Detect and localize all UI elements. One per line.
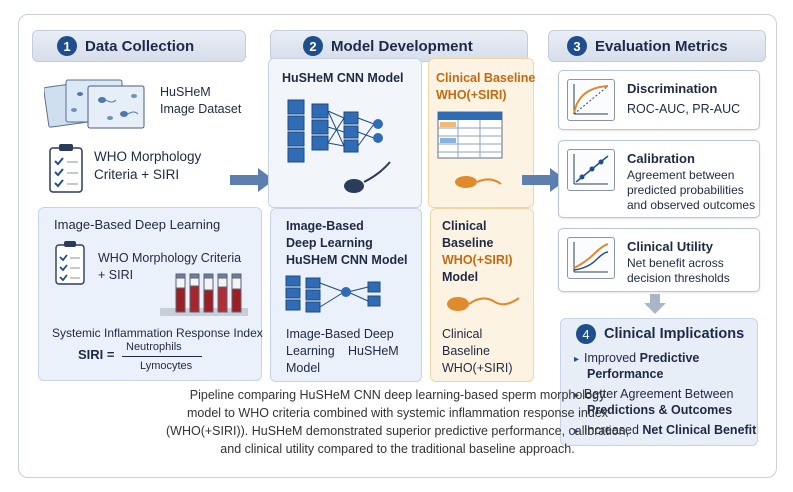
section-header-evaluation-metrics: 3 Evaluation Metrics	[548, 30, 766, 62]
baseline2-line2: Baseline	[442, 236, 494, 250]
cnn-model-title: HuSHeM CNN Model	[282, 71, 404, 85]
utility-line2: decision thresholds	[627, 271, 730, 285]
bottom-right-line2: Baseline	[442, 344, 490, 358]
who-criteria-line2: Criteria + SIRI	[94, 167, 180, 182]
baseline-title-line1: Clinical Baseline	[436, 71, 536, 85]
dl-line3: HuSHeM CNN Model	[286, 253, 408, 267]
baseline2-line4: Model	[442, 270, 479, 284]
caption-line3: (WHO(+SIRI)). HuSHeM demonstrated superi…	[165, 424, 629, 438]
calibration-line2: predicted probabilities	[627, 183, 744, 197]
utility-title: Clinical Utility	[627, 239, 713, 254]
dl-line1: Image-Based	[286, 219, 364, 233]
spreadsheet-icon	[437, 111, 503, 188]
calibration-card: Calibration Agreement between predicted …	[558, 140, 760, 218]
dl-line2: Deep Learning	[286, 236, 373, 250]
implication-2-line1: Better Agreement Between	[574, 386, 733, 404]
clipboard-checklist-icon-small	[55, 241, 85, 285]
figure-caption: Pipeline comparing HuSHeM CNN deep learn…	[105, 386, 690, 458]
arrow-down-icon	[644, 294, 666, 314]
baseline2-line3: WHO(+SIRI)	[442, 253, 513, 267]
discrimination-text: ROC-AUC, PR-AUC	[627, 102, 741, 116]
roc-curve-icon	[567, 79, 615, 121]
bottom-left-line3: Model	[286, 361, 321, 375]
bottom-left-line1: Image-Based Deep	[286, 327, 394, 341]
arrow-right-icon-2	[522, 168, 566, 192]
decision-curve-icon	[567, 237, 615, 279]
section-title-evaluation-metrics: Evaluation Metrics	[595, 37, 728, 55]
panel-who-line1: WHO Morphology Criteria	[98, 251, 242, 265]
siri-title: Systemic Inflammation Response Index	[52, 326, 263, 340]
implications-title: Clinical Implications	[604, 326, 745, 342]
panel-title: Image-Based Deep Learning	[54, 217, 221, 232]
who-criteria-line1: WHO Morphology	[94, 149, 202, 164]
implication-3: Increased Net Clinical Benefit	[574, 422, 756, 440]
baseline2-line1: Clinical	[442, 219, 487, 233]
siri-numerator: Neutrophils	[126, 341, 182, 353]
calibration-plot-icon	[567, 149, 615, 191]
clipboard-checklist-icon	[49, 144, 83, 193]
section-header-data-collection: 1 Data Collection	[32, 30, 246, 62]
implication-1-line2: Performance	[587, 367, 664, 381]
caption-line4: and clinical utility compared to the tra…	[220, 442, 575, 456]
step-number-1: 1	[57, 36, 77, 56]
bottom-left-line2: Learning	[286, 344, 335, 358]
caption-line2: model to WHO criteria combined with syst…	[187, 406, 608, 420]
section-title-data-collection: Data Collection	[85, 37, 195, 55]
dataset-label-line2: Image Dataset	[160, 102, 242, 116]
sperm-cell-icon	[447, 297, 520, 311]
arrow-right-icon	[230, 168, 274, 192]
step-number-2: 2	[303, 36, 323, 56]
discrimination-title: Discrimination	[627, 81, 718, 96]
siri-label: SIRI =	[78, 347, 115, 362]
neural-network-icon-small	[285, 275, 381, 313]
calibration-line1: Agreement between	[627, 168, 735, 182]
clinical-utility-card: Clinical Utility Net benefit across deci…	[558, 228, 760, 292]
caption-line1: Pipeline comparing HuSHeM CNN deep learn…	[189, 388, 606, 402]
implication-3-pre: Increased	[584, 423, 643, 437]
calibration-title: Calibration	[627, 151, 695, 166]
microscope-images-icon	[44, 79, 145, 129]
step-number-3: 3	[567, 36, 587, 56]
bottom-husheM: HuSHeM	[348, 344, 399, 358]
utility-line1: Net benefit across	[627, 256, 724, 270]
implication-1: Improved Predictive	[574, 350, 699, 368]
baseline-title-line2: WHO(+SIRI)	[436, 88, 507, 102]
implication-1-pre: Improved	[584, 351, 640, 365]
implication-3-bold: Net Clinical Benefit	[642, 423, 757, 437]
implication-1-bold: Predictive	[639, 351, 700, 365]
implication-2-line2: Predictions & Outcomes	[587, 403, 733, 417]
neural-network-icon	[287, 99, 391, 193]
dataset-label-line1: HuSHeM	[160, 85, 211, 99]
discrimination-card: Discrimination ROC-AUC, PR-AUC	[558, 70, 760, 130]
bottom-right-line3: WHO(+SIRI)	[442, 361, 513, 375]
section-header-model-development: 2 Model Development	[270, 30, 528, 62]
implications-header: 4 Clinical Implications	[576, 324, 744, 344]
calibration-line3: and observed outcomes	[627, 198, 756, 212]
bottom-right-line1: Clinical	[442, 327, 483, 341]
blood-tubes-icon	[160, 273, 248, 316]
panel-who-line2: + SIRI	[98, 268, 134, 282]
section-title-model-development: Model Development	[331, 37, 473, 55]
fraction-bar	[122, 356, 202, 357]
step-number-4: 4	[576, 324, 596, 344]
siri-denominator: Lymocytes	[140, 360, 193, 372]
clinical-baseline-model-panel	[430, 208, 534, 382]
